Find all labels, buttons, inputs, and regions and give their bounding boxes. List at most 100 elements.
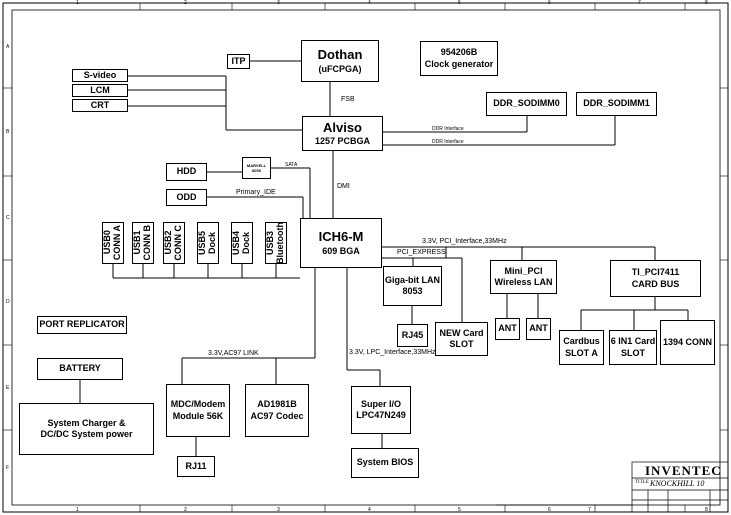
charger-line1: System Charger &	[47, 417, 126, 428]
pci-bus-label: 3.3V, PCI_Interface,33MHz	[422, 238, 507, 245]
cardbus-slot-box: Cardbus SLOT A	[559, 330, 604, 365]
border-top-4: 4	[368, 0, 371, 6]
minipci-wlan-box: Mini_PCI Wireless LAN	[490, 260, 557, 294]
card-reader-line1: 6 IN1 Card	[610, 336, 656, 347]
lcm-box: LCM	[72, 84, 128, 97]
border-bottom-8: 8	[705, 507, 708, 513]
rj45-label: RJ45	[401, 329, 424, 340]
lan-name: Giga-bit LAN	[385, 274, 440, 285]
fsb-label: FSB	[341, 96, 355, 103]
ddr-sodimm1-box: DDR_SODIMM1	[576, 92, 657, 116]
ant-box-2: ANT	[526, 318, 551, 340]
battery-box: BATTERY	[37, 358, 123, 380]
cpu-package: (uFCPGA)	[318, 63, 362, 74]
lpc-bus-label: 3.3V, LPC_Interface,33MHz	[349, 349, 436, 356]
clock-name: Clock generator	[424, 58, 494, 69]
border-bottom-2: 2	[184, 507, 187, 513]
superio-line1: Super I/O	[360, 398, 401, 409]
rj11-label: RJ11	[185, 460, 207, 471]
border-side-a: A	[6, 44, 10, 50]
title-label: TITLE	[635, 480, 649, 485]
minipci-line1: Mini_PCI	[504, 265, 543, 276]
border-side-c: C	[6, 215, 10, 221]
port-replicator-box: PORT REPLICATOR	[37, 316, 127, 334]
border-top-7: 7	[638, 0, 641, 6]
codec-line2: AC97 Codec	[250, 410, 304, 421]
minipci-line2: Wireless LAN	[494, 277, 553, 287]
ddr-interface-label-1: DDR Interface	[432, 126, 464, 132]
crt-box: CRT	[72, 99, 128, 112]
northbridge-alviso: Alviso 1257 PCBGA	[302, 116, 383, 151]
battery-label: BATTERY	[59, 363, 101, 374]
border-bottom-4: 4	[368, 507, 371, 513]
border-side-f: F	[6, 465, 10, 471]
odd-label: ODD	[176, 191, 197, 202]
gigabit-lan-box: Giga-bit LAN 8053	[383, 266, 442, 306]
border-bottom-3: 3	[277, 507, 280, 513]
newcard-slot-box: NEW Card SLOT	[435, 322, 488, 356]
cardbus-slot-line2: SLOT A	[565, 347, 598, 358]
hdd-label: HDD	[176, 166, 197, 177]
southbridge-name: ICH6-M	[318, 229, 364, 245]
svideo-box: S-video	[72, 69, 128, 82]
southbridge-package: 609 BGA	[322, 245, 360, 256]
title-company: INVENTEC	[645, 463, 722, 478]
clock-part: 954206B	[440, 47, 478, 58]
cardbus-line2: CARD BUS	[631, 278, 680, 289]
svideo-label: S-video	[83, 69, 117, 80]
border-top-8: 8	[705, 0, 708, 6]
odd-box: ODD	[166, 189, 207, 206]
cardbus-line1: TI_PCI7411	[631, 267, 680, 278]
pcie-label: PCI_EXPRESS	[397, 249, 446, 256]
cardbus-slot-line1: Cardbus	[563, 336, 600, 347]
lcm-label: LCM	[90, 84, 110, 95]
port-replicator-label: PORT REPLICATOR	[39, 319, 125, 330]
conn-1394-box: 1394 CONN	[660, 320, 715, 365]
border-top-1: 1	[76, 0, 79, 6]
cpu-dothan: Dothan (uFCPGA)	[301, 40, 379, 82]
codec-box: AD1981B AC97 Codec	[245, 384, 309, 437]
sata-label: SATA	[285, 162, 298, 168]
card-reader-slot-box: 6 IN1 Card SLOT	[609, 330, 657, 365]
charger-line2: DC/DC System power	[40, 429, 133, 439]
border-bottom-1: 1	[76, 507, 79, 513]
marvell-part: 8050	[252, 168, 261, 173]
border-bottom-6: 6	[548, 507, 551, 513]
northbridge-name: Alviso	[322, 119, 362, 135]
itp-label: ITP	[231, 55, 246, 66]
rj45-box: RJ45	[397, 324, 428, 347]
modem-line2: Module 56K	[172, 410, 224, 421]
newcard-line2: SLOT	[449, 339, 474, 349]
marvell-label: MARVELL	[246, 163, 267, 168]
conn-1394-label: 1394 CONN	[662, 336, 713, 347]
newcard-line1: NEW Card	[439, 327, 484, 338]
border-side-e: E	[6, 385, 10, 391]
border-bottom-7: 7	[588, 507, 591, 513]
ant-box-1: ANT	[495, 318, 520, 340]
system-bios-box: System BIOS	[351, 448, 419, 478]
modem-line1: MDC/Modem	[170, 399, 226, 410]
lan-part: 8053	[402, 286, 423, 296]
border-side-b: B	[6, 129, 10, 135]
superio-line2: LPC47N249	[356, 410, 406, 420]
cardbus-controller-box: TI_PCI7411 CARD BUS	[610, 260, 701, 297]
border-top-6: 6	[548, 0, 551, 6]
ac97-link-label: 3.3V,AC97 LINK	[208, 350, 259, 357]
northbridge-package: 1257 PCBGA	[314, 136, 371, 146]
clock-generator-box: 954206B Clock generator	[420, 41, 498, 76]
card-reader-line2: SLOT	[621, 347, 645, 358]
modem-box: MDC/Modem Module 56K	[166, 384, 230, 437]
charger-box: System Charger & DC/DC System power	[19, 403, 154, 455]
ddr-sodimm1-label: DDR_SODIMM1	[583, 98, 650, 109]
border-bottom-5: 5	[458, 507, 461, 513]
rj11-box: RJ11	[177, 456, 215, 477]
border-top-3: 3	[277, 0, 280, 6]
